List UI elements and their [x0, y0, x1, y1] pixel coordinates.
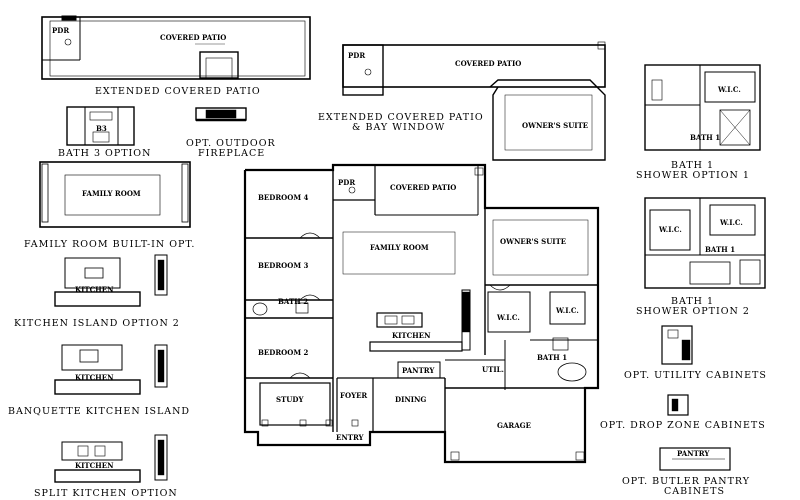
- bath1-shower2-diagram: W.I.C. W.I.C. BATH 1: [644, 197, 766, 289]
- main-garage-label: GARAGE: [497, 421, 531, 430]
- bay-suite-label: OWNER'S SUITE: [522, 121, 588, 130]
- main-suite-label: OWNER'S SUITE: [500, 237, 566, 246]
- bedroom4-label: BEDROOM 4: [258, 193, 309, 202]
- main-study-label: STUDY: [276, 395, 304, 404]
- caption-drop-zone: OPT. DROP ZONE CABINETS: [600, 420, 766, 431]
- bath3-option-diagram: B3: [66, 106, 135, 146]
- extended-covered-patio-diagram: PDR COVERED PATIO: [41, 15, 311, 80]
- pdr-label: PDR: [52, 26, 69, 35]
- caption-banquette-island: BANQUETTE KITCHEN ISLAND: [8, 406, 191, 417]
- main-bath1-label: BATH 1: [537, 353, 567, 362]
- caption-outdoor-fireplace-2: FIREPLACE: [198, 148, 266, 159]
- caption-bath1-shower1-b: SHOWER OPTION 1: [636, 170, 750, 181]
- caption-family-room-builtin: FAMILY ROOM BUILT-IN OPT.: [24, 239, 196, 250]
- patio-label: COVERED PATIO: [160, 33, 226, 42]
- caption-extended-covered-patio: EXTENDED COVERED PATIO: [95, 86, 261, 97]
- family-room-builtin-diagram: FAMILY ROOM: [39, 161, 191, 228]
- drop-zone-diagram: [667, 394, 689, 416]
- caption-bath3-option: BATH 3 OPTION: [58, 148, 152, 159]
- outdoor-fireplace-diagram: [195, 107, 247, 122]
- main-wic-b-label: W.I.C.: [555, 306, 579, 315]
- split-kitchen-diagram: KITCHEN: [54, 434, 168, 483]
- banquette-kitchen-label: KITCHEN: [75, 373, 114, 382]
- shower1-wic-label: W.I.C.: [717, 85, 741, 94]
- b3-label: B3: [96, 124, 107, 133]
- caption-patio-bay-2: & BAY WINDOW: [352, 122, 446, 133]
- bedroom2-label: BEDROOM 2: [258, 348, 309, 357]
- caption-utility-cabinets: OPT. UTILITY CABINETS: [624, 370, 767, 381]
- caption-split-kitchen: SPLIT KITCHEN OPTION: [34, 488, 178, 499]
- main-dining-label: DINING: [395, 395, 426, 404]
- utility-cabinets-diagram: [661, 325, 693, 365]
- bay-pdr-label: PDR: [348, 51, 365, 60]
- main-wic-a-label: W.I.C.: [496, 313, 520, 322]
- main-util-label: UTIL.: [482, 365, 504, 374]
- caption-butler-1: OPT. BUTLER PANTRY: [622, 476, 751, 487]
- caption-bath1-shower2-b: SHOWER OPTION 2: [636, 306, 750, 317]
- shower2-wic-b-label: W.I.C.: [719, 218, 743, 227]
- builtin-family-label: FAMILY ROOM: [82, 189, 141, 198]
- main-entry-label: ENTRY: [336, 433, 365, 442]
- split-kitchen-label: KITCHEN: [75, 461, 114, 470]
- main-family-label: FAMILY ROOM: [370, 243, 429, 252]
- caption-bath1-shower1-a: BATH 1: [671, 160, 715, 171]
- main-patio-label: COVERED PATIO: [390, 183, 456, 192]
- kitchen-island-2-diagram: KITCHEN: [54, 254, 168, 307]
- butler-pantry-diagram: PANTRY: [659, 447, 731, 471]
- caption-kitchen-island-2: KITCHEN ISLAND OPTION 2: [14, 318, 180, 329]
- bath2-label: BATH 2: [278, 297, 308, 306]
- main-kitchen-label: KITCHEN: [392, 331, 431, 340]
- main-pdr-label: PDR: [338, 178, 355, 187]
- island2-kitchen-label: KITCHEN: [75, 285, 114, 294]
- bedroom3-label: BEDROOM 3: [258, 261, 309, 270]
- caption-outdoor-fireplace-1: OPT. OUTDOOR: [186, 138, 276, 149]
- patio-bay-window-diagram: PDR COVERED PATIO OWNER'S SUITE: [342, 41, 606, 161]
- main-floor-plan: BEDROOM 4 BEDROOM 3 BATH 2 BEDROOM 2 PDR…: [243, 163, 600, 464]
- caption-patio-bay-1: EXTENDED COVERED PATIO: [318, 112, 484, 123]
- main-foyer-label: FOYER: [340, 391, 367, 400]
- banquette-island-diagram: KITCHEN: [54, 344, 168, 395]
- caption-bath1-shower2-a: BATH 1: [671, 296, 715, 307]
- shower1-bath-label: BATH 1: [690, 133, 720, 142]
- butler-pantry-label: PANTRY: [677, 449, 710, 458]
- main-pantry-label: PANTRY: [402, 366, 435, 375]
- shower2-wic-a-label: W.I.C.: [658, 225, 682, 234]
- caption-butler-2: CABINETS: [664, 486, 725, 497]
- bay-patio-label: COVERED PATIO: [455, 59, 521, 68]
- bath1-shower1-diagram: W.I.C. BATH 1: [644, 64, 761, 151]
- shower2-bath-label: BATH 1: [705, 245, 735, 254]
